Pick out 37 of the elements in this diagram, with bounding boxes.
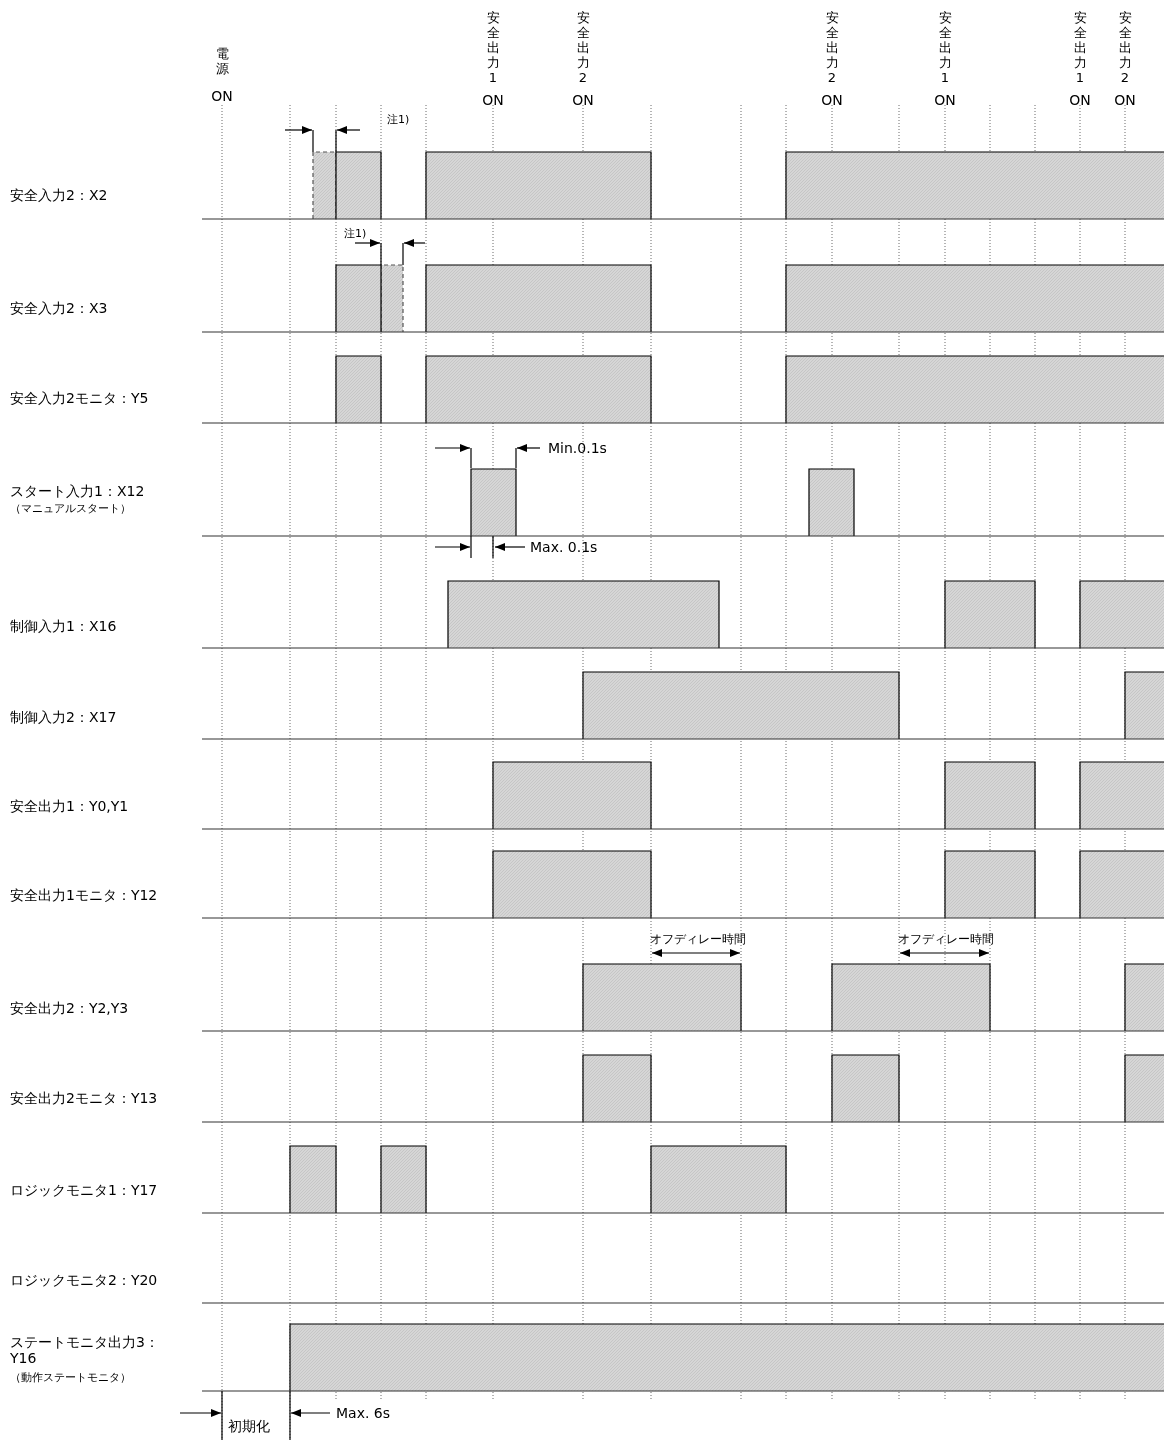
- signal-name: 制御入力2：X17: [10, 709, 117, 725]
- signal-name: 安全入力2モニタ：Y5: [10, 390, 149, 406]
- signal-note: （マニュアルスタート）: [10, 501, 131, 517]
- event-label: 安全出力2: [576, 10, 590, 85]
- note-label: 注1): [387, 112, 410, 128]
- event-label: 安全出力1: [938, 10, 952, 85]
- event-label: ON: [934, 92, 956, 108]
- dimension-label: Min.0.1s: [548, 440, 607, 456]
- event-label: ON: [211, 88, 233, 104]
- signal-name: 安全出力2：Y2,Y3: [10, 1000, 129, 1016]
- event-label: 電源: [215, 46, 229, 76]
- event-label: ON: [572, 92, 594, 108]
- signal-name: スタート入力1：X12: [10, 483, 145, 499]
- signal-name: ステートモニタ出力3： Y16: [10, 1334, 160, 1366]
- signal-name: ロジックモニタ1：Y17: [10, 1182, 158, 1198]
- signal-note: （動作ステートモニタ）: [10, 1370, 131, 1386]
- signal-name: 安全入力2：X3: [10, 300, 108, 316]
- signal-name: 安全入力2：X2: [10, 187, 108, 203]
- event-label: 安全出力1: [1073, 10, 1087, 85]
- dimension-label: オフディレー時間: [898, 931, 994, 947]
- dimension-label: Max. 6s: [336, 1405, 391, 1421]
- event-label: ON: [821, 92, 843, 108]
- event-label: ON: [1069, 92, 1091, 108]
- dimension-label: Max. 0.1s: [530, 539, 598, 555]
- signal-name: 安全出力2モニタ：Y13: [10, 1090, 158, 1106]
- event-label: ON: [1114, 92, 1136, 108]
- event-label: 安全出力1: [486, 10, 500, 85]
- note-label: 注1): [344, 226, 367, 242]
- signal-name: ロジックモニタ2：Y20: [10, 1272, 158, 1288]
- dimension-label: オフディレー時間: [650, 931, 746, 947]
- event-label: 安全出力2: [1118, 10, 1132, 85]
- signal-name: 安全出力1モニタ：Y12: [10, 887, 158, 903]
- dimension-label: 初期化: [228, 1418, 270, 1434]
- event-label: 安全出力2: [825, 10, 839, 85]
- signal-name: 安全出力1：Y0,Y1: [10, 798, 129, 814]
- signal-name: 制御入力1：X16: [10, 618, 117, 634]
- event-label: ON: [482, 92, 504, 108]
